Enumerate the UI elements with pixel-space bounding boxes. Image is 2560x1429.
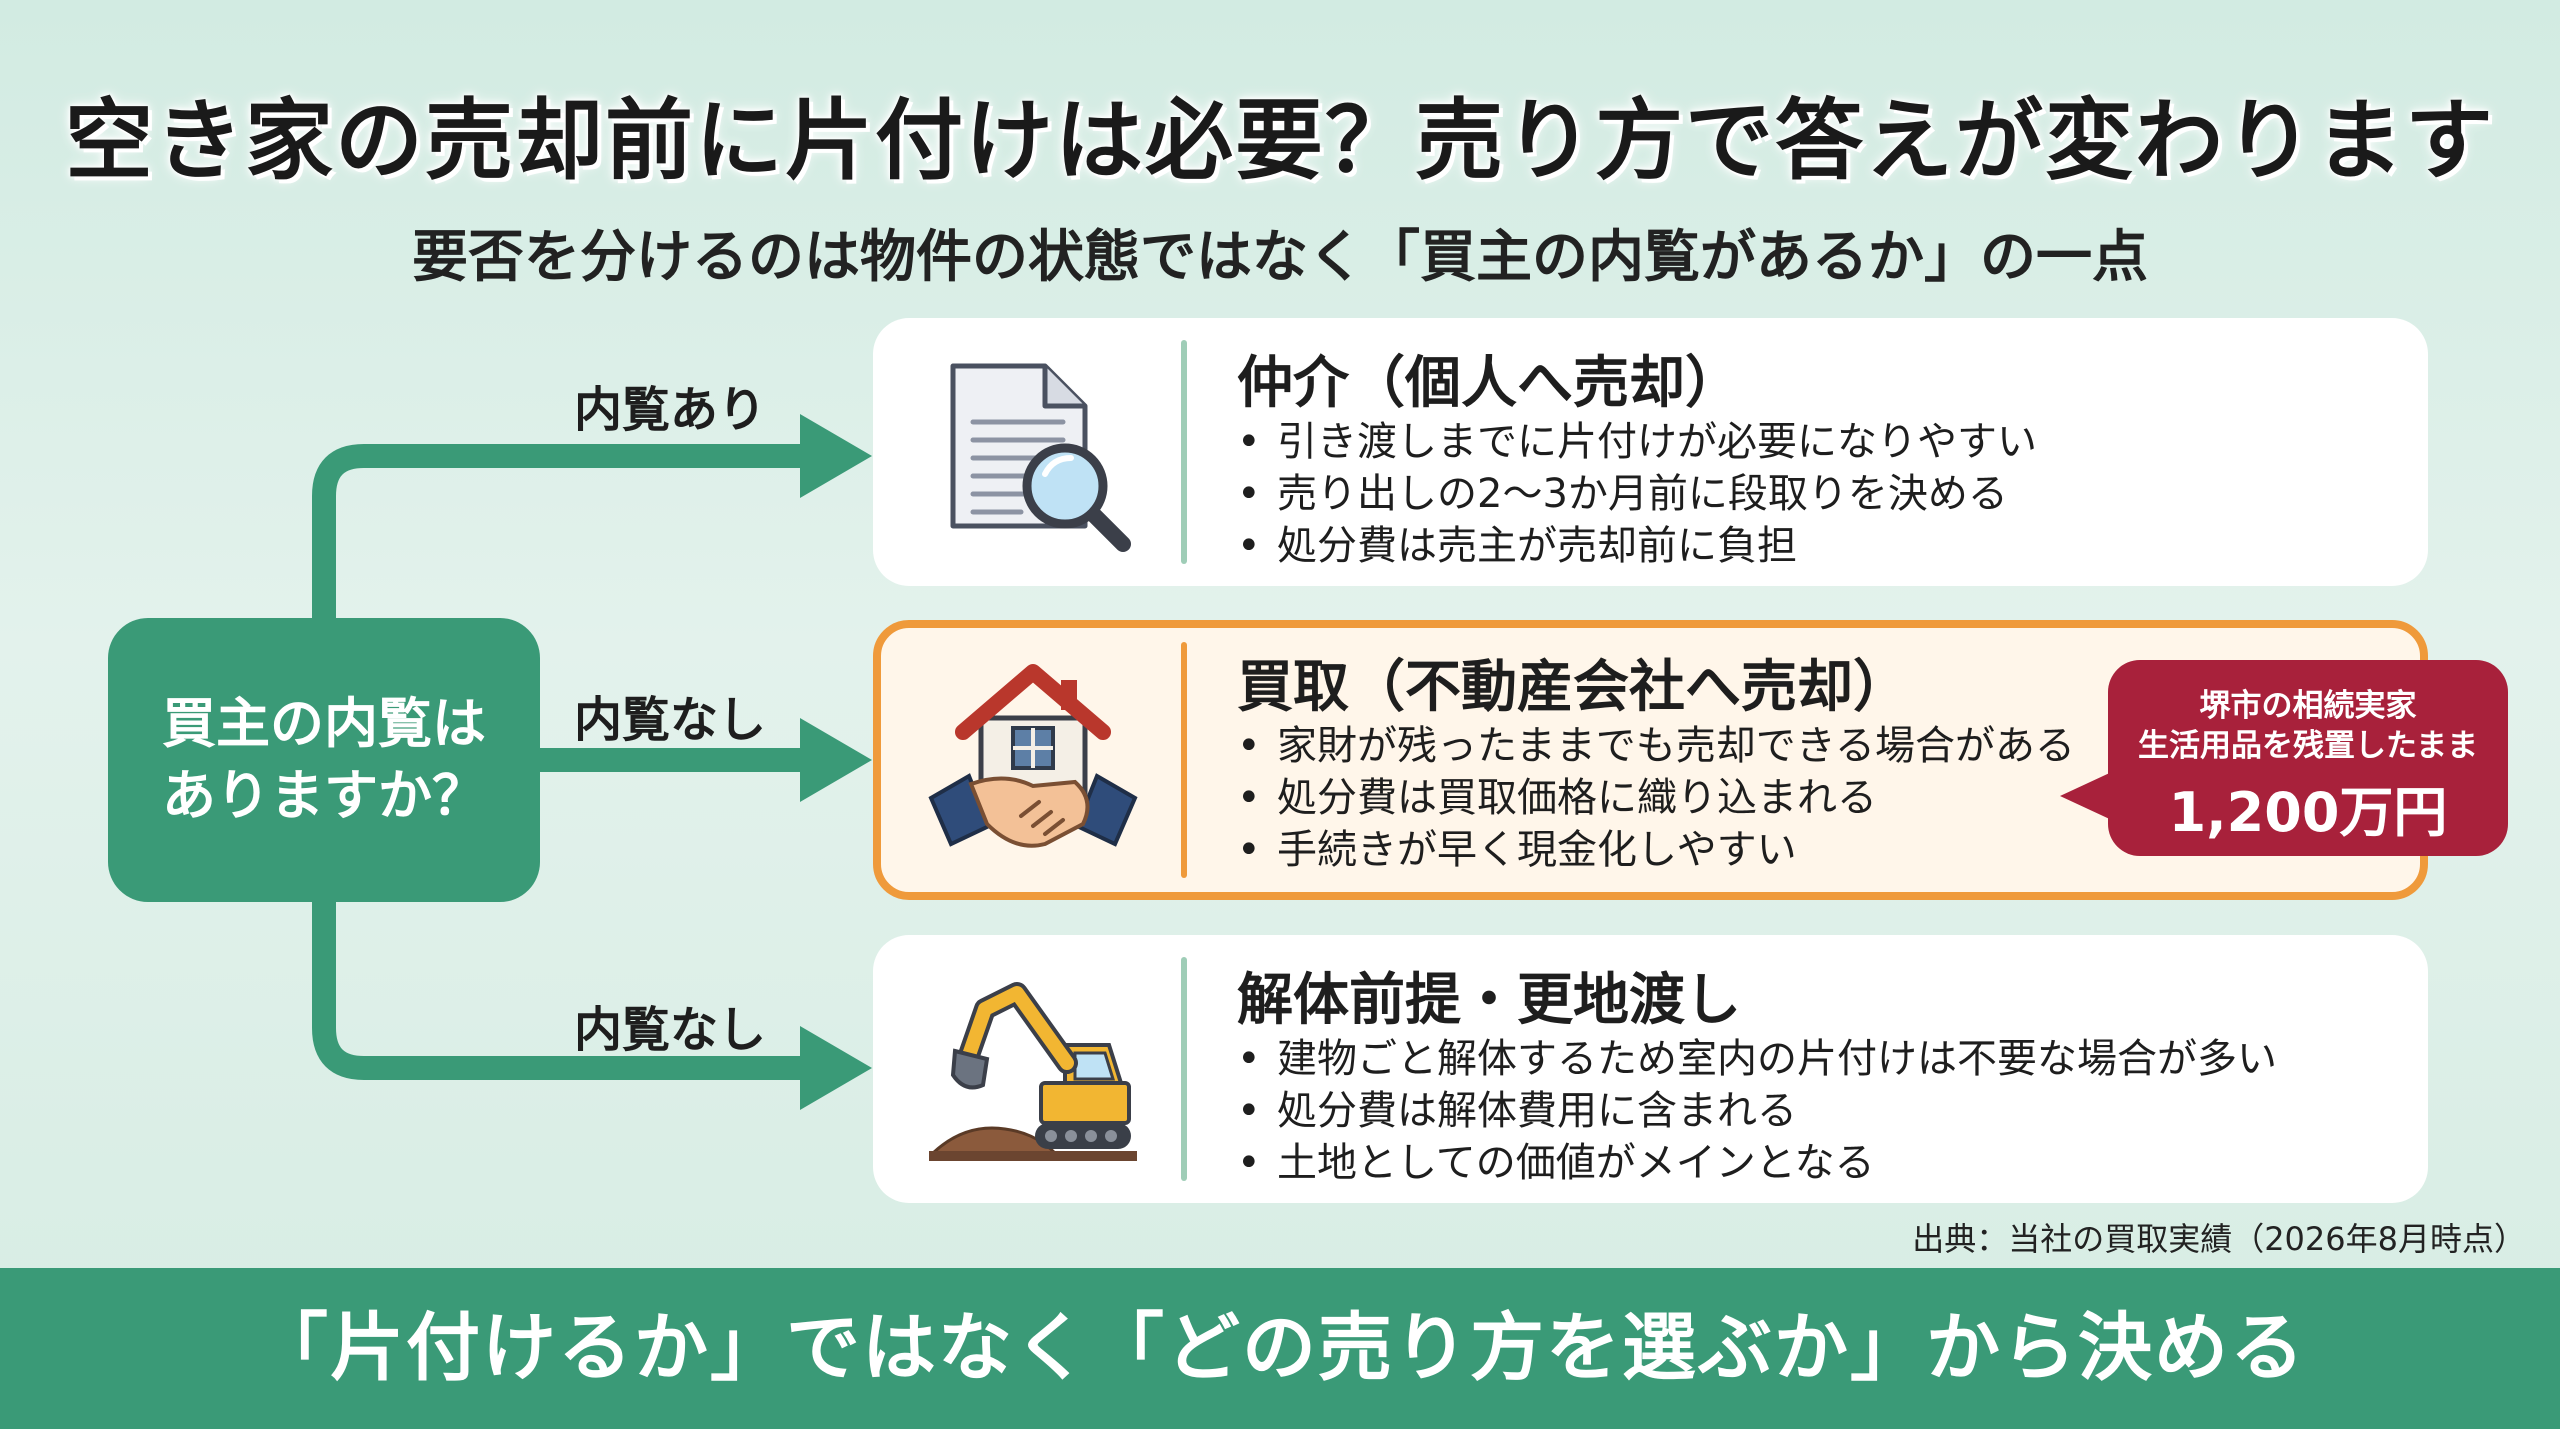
bullet-item: 売り出しの2～3か月前に段取りを決める bbox=[1237, 468, 2037, 520]
demolition-card: 解体前提・更地渡し 建物ごと解体するため室内の片付けは不要な場合が多い 処分費は… bbox=[873, 935, 2428, 1203]
demolition-bullets: 建物ごと解体するため室内の片付けは不要な場合が多い 処分費は解体費用に含まれる … bbox=[1237, 1033, 2277, 1189]
brokerage-bullets: 引き渡しまでに片付けが必要になりやすい 売り出しの2～3か月前に段取りを決める … bbox=[1237, 416, 2037, 572]
document-magnifier-icon bbox=[950, 363, 1131, 552]
source-note: 出典：当社の買取実績（2026年8月時点） bbox=[1912, 1220, 2526, 1258]
arrowhead-top bbox=[800, 414, 872, 498]
arrowhead-middle bbox=[800, 718, 872, 802]
card-divider bbox=[1181, 957, 1187, 1181]
brokerage-card: 仲介（個人へ売却） 引き渡しまでに片付けが必要になりやすい 売り出しの2～3か月… bbox=[873, 318, 2428, 586]
page-subtitle: 要否を分けるのは物件の状態ではなく「買主の内覧があるか」の一点 bbox=[412, 225, 2148, 290]
arrowhead-bottom bbox=[800, 1026, 872, 1110]
callout-line-2: 生活用品を残置したまま bbox=[2137, 728, 2479, 764]
callout-price: 1,200万円 bbox=[2168, 781, 2448, 844]
card-divider bbox=[1181, 340, 1187, 564]
callout-line-1: 堺市の相続実家 bbox=[2199, 688, 2417, 724]
bullet-item: 処分費は買取価格に織り込まれる bbox=[1237, 772, 2075, 824]
price-callout: 堺市の相続実家 生活用品を残置したまま 1,200万円 bbox=[2108, 660, 2508, 856]
callout-pointer bbox=[2060, 770, 2116, 822]
bullet-item: 処分費は解体費用に含まれる bbox=[1237, 1085, 2277, 1137]
branch-label-viewing-no-purchase: 内覧なし bbox=[574, 692, 767, 748]
bullet-item: 処分費は売主が売却前に負担 bbox=[1237, 520, 2037, 572]
branch-label-viewing-no-demolition: 内覧なし bbox=[574, 1002, 767, 1058]
bullet-item: 手続きが早く現金化しやすい bbox=[1237, 824, 2075, 876]
arrow-line-top bbox=[312, 444, 812, 620]
bullet-item: 引き渡しまでに片付けが必要になりやすい bbox=[1237, 416, 2037, 468]
footer-banner: 「片付けるか」ではなく「どの売り方を選ぶか」から決める bbox=[0, 1268, 2560, 1429]
excavator-icon bbox=[929, 982, 1137, 1161]
branch-label-viewing-yes: 内覧あり bbox=[574, 382, 767, 438]
bullet-item: 土地としての価値がメインとなる bbox=[1237, 1137, 2277, 1189]
bullet-item: 家財が残ったままでも売却できる場合がある bbox=[1237, 720, 2075, 772]
card-divider bbox=[1181, 642, 1187, 878]
decision-node: 買主の内覧は ありますか？ bbox=[108, 618, 540, 902]
demolition-title: 解体前提・更地渡し bbox=[1237, 968, 1741, 1033]
brokerage-title: 仲介（個人へ売却） bbox=[1237, 351, 1741, 416]
house-handshake-icon bbox=[928, 664, 1138, 848]
page-title: 空き家の売却前に片付けは必要？売り方で答えが変わります bbox=[64, 89, 2495, 192]
purchase-title: 買取（不動産会社へ売却） bbox=[1237, 655, 1909, 720]
purchase-bullets: 家財が残ったままでも売却できる場合がある 処分費は買取価格に織り込まれる 手続き… bbox=[1237, 720, 2075, 876]
bullet-item: 建物ごと解体するため室内の片付けは不要な場合が多い bbox=[1237, 1033, 2277, 1085]
arrow-line-bottom bbox=[312, 900, 812, 1080]
